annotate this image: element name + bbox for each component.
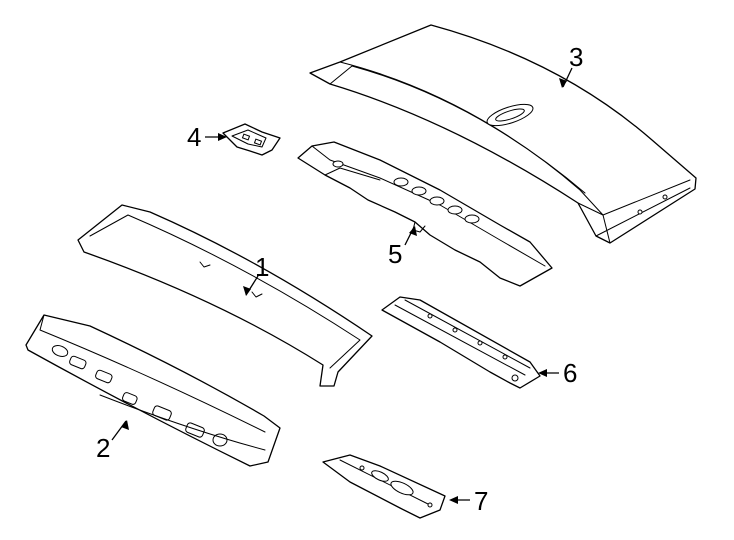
part-6-roof-bow	[381, 296, 541, 389]
arrow-6-icon	[538, 369, 547, 377]
callout-4: 4	[187, 122, 201, 152]
callout-1: 1	[255, 252, 269, 282]
callout-7: 7	[474, 486, 488, 516]
part-4-bracket	[222, 123, 281, 156]
part-5-header-reinforcement	[297, 141, 553, 287]
arrow-5-icon	[409, 226, 417, 236]
part-3-roof-panel	[309, 24, 697, 244]
arrow-1-icon	[243, 286, 251, 296]
arrow-4-icon	[218, 133, 227, 141]
callout-2: 2	[96, 433, 110, 463]
arrow-3-icon	[559, 78, 567, 88]
callout-leaders	[111, 67, 573, 504]
part-7-reinforcement	[322, 454, 446, 519]
callout-6: 6	[563, 358, 577, 388]
arrow-2-icon	[121, 420, 129, 430]
callout-5: 5	[388, 239, 402, 269]
callout-labels: 1 2 3 4 5 6 7	[96, 42, 583, 516]
part-1-windshield-header	[77, 204, 373, 387]
arrow-7-icon	[449, 496, 458, 504]
part-2-inner-header	[25, 314, 281, 467]
callout-3: 3	[569, 42, 583, 72]
